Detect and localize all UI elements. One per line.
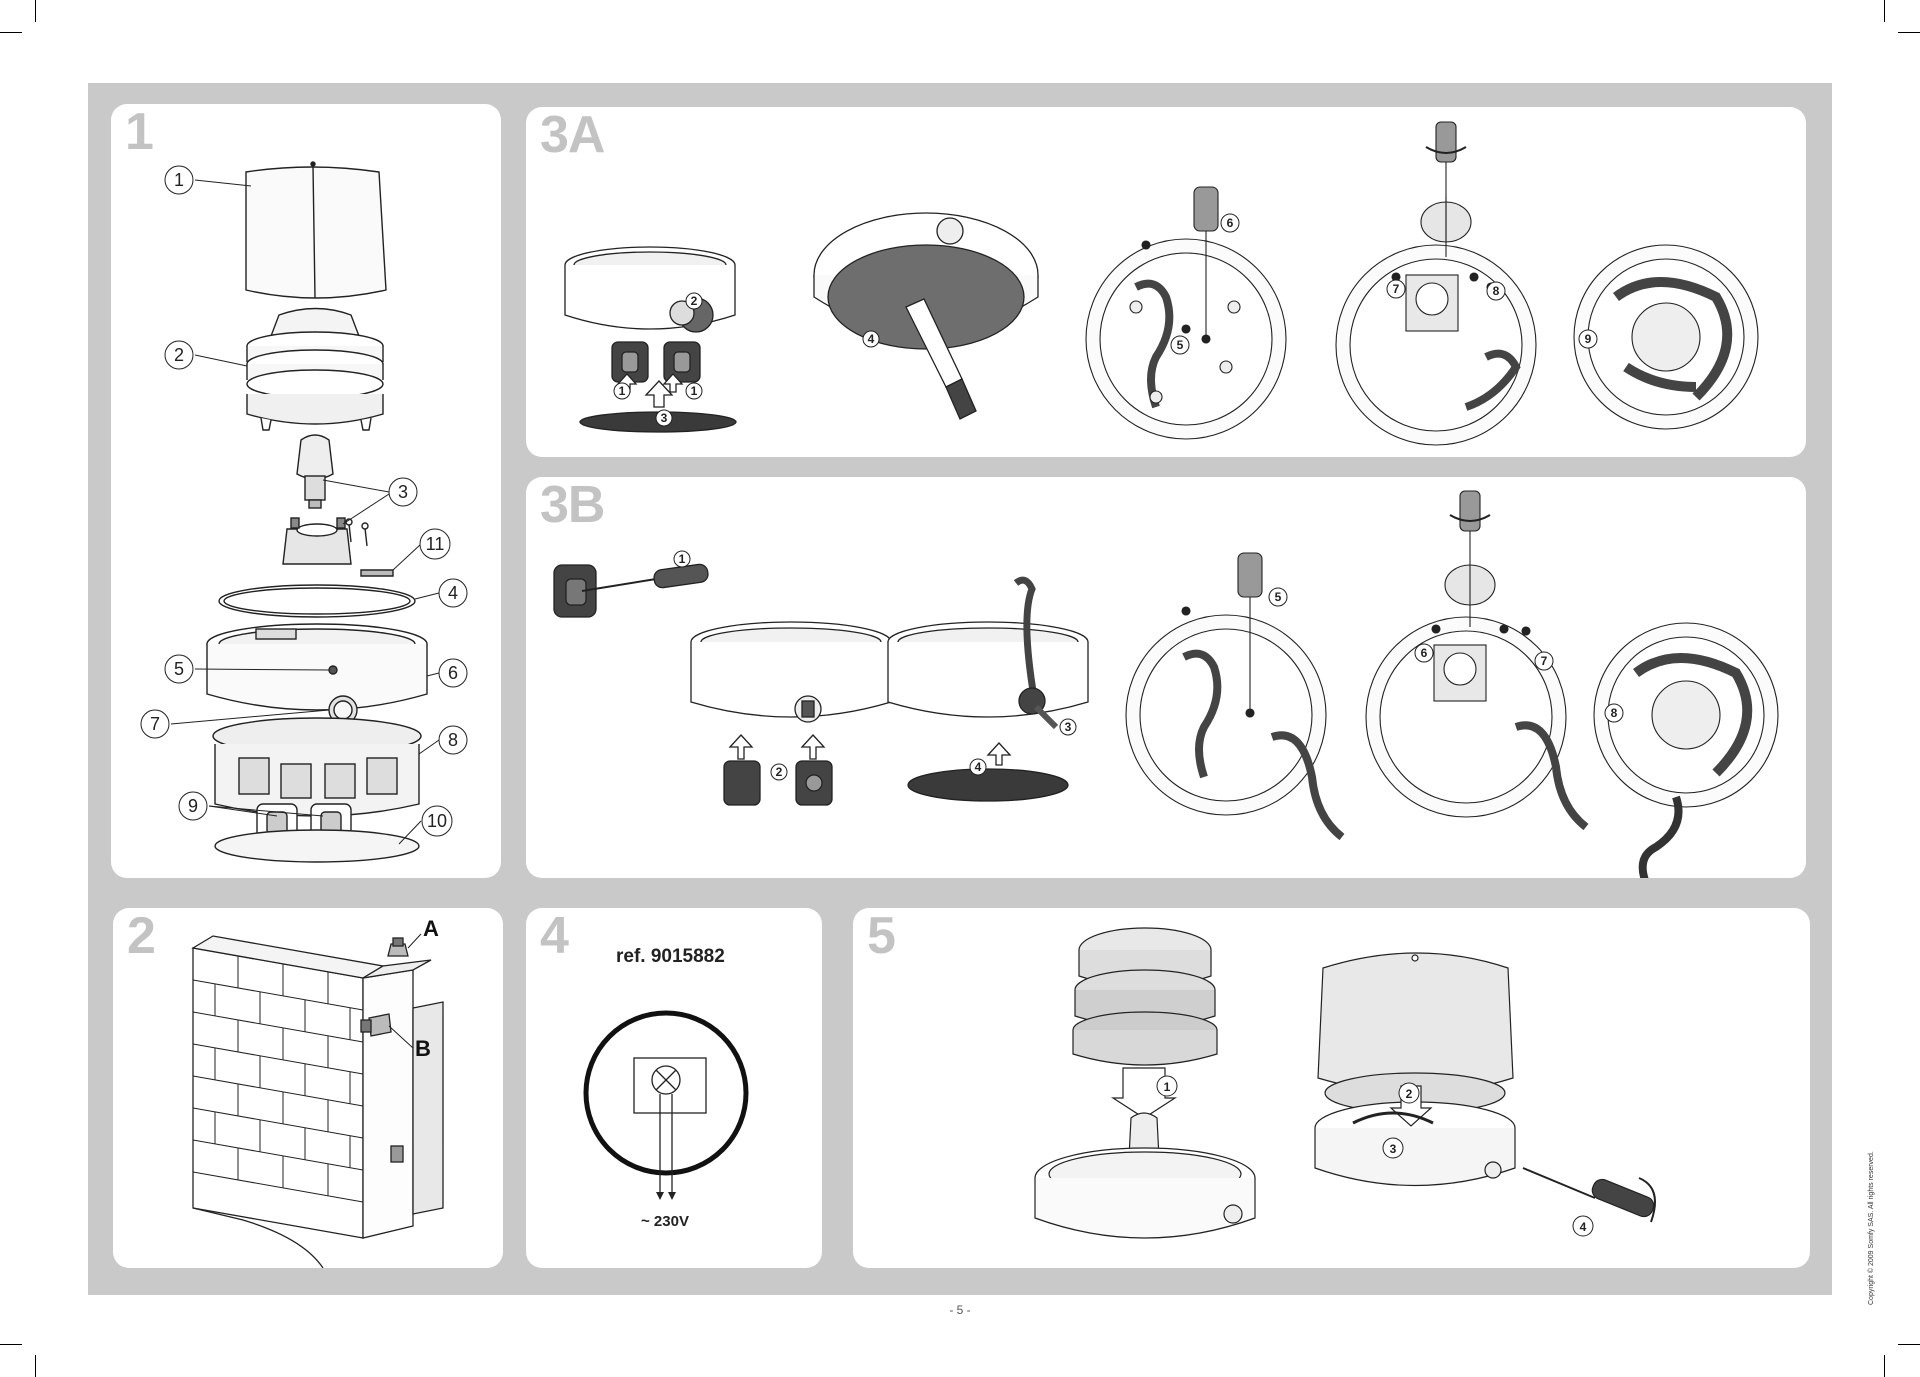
voltage-label: ~ 230V — [641, 1213, 689, 1230]
callout: 6 — [448, 663, 458, 683]
bulb-symbol-drawing — [583, 1010, 749, 1200]
crop-mark-bl-h — [0, 1344, 22, 1345]
callout: 5 — [1275, 590, 1282, 604]
callout: 2 — [1406, 1087, 1413, 1101]
panel-1-callouts: 1 2 3 11 4 5 6 7 8 9 10 — [140, 165, 468, 837]
fig-3b-6-callouts: 8 — [1604, 703, 1624, 723]
step-number: 3A — [540, 107, 605, 164]
fig-5-left-callouts: 1 — [1156, 1075, 1178, 1097]
callout: 8 — [1493, 284, 1500, 298]
crop-mark-tr-v — [1884, 0, 1885, 22]
callout: 1 — [174, 170, 184, 190]
callout: 8 — [448, 730, 458, 750]
callout: 8 — [1611, 706, 1618, 720]
label-position-a: A — [423, 916, 439, 941]
callout: 4 — [448, 583, 458, 603]
bulb-reference: ref. 9015882 — [616, 946, 725, 967]
fig-3b-5-callouts: 6 7 — [1414, 643, 1554, 671]
crop-mark-tr-h — [1898, 32, 1920, 33]
fig-3a-5-callouts: 9 — [1578, 329, 1598, 349]
crop-mark-br-h — [1898, 1344, 1920, 1345]
panel-step-3b: 3B 1 — [526, 477, 1806, 878]
panel-step-5-reassembly: 5 1 — [853, 908, 1810, 1268]
wall-mount-drawing — [191, 933, 444, 1268]
step-number: 4 — [540, 908, 569, 965]
step-number: 3B — [540, 477, 605, 534]
exploded-view-drawing: 1 2 3 11 4 5 6 7 8 9 10 — [140, 161, 468, 863]
callout: 5 — [1177, 338, 1184, 352]
step-number: 5 — [867, 908, 896, 965]
callout: 9 — [1585, 332, 1592, 346]
panel-step-3a: 3A 2 1 — [526, 107, 1806, 457]
fig-3a-4-callouts: 7 8 — [1386, 279, 1506, 301]
panel-step-1-exploded-view: 1 — [111, 104, 501, 878]
callout: 3 — [1390, 1142, 1397, 1156]
callout: 10 — [427, 811, 447, 831]
callout: 3 — [661, 411, 668, 425]
fig-3b-1-callouts: 1 — [673, 550, 691, 568]
fig-5-right-callouts: 2 3 4 — [1382, 1082, 1594, 1237]
callout: 1 — [691, 384, 698, 398]
callout: 4 — [1580, 1220, 1587, 1234]
fig-3a-2-callouts: 4 — [862, 330, 880, 348]
fig-3a-3-callouts: 6 5 — [1170, 213, 1240, 355]
callout: 1 — [679, 552, 686, 566]
callout: 2 — [776, 765, 783, 779]
callout: 7 — [1393, 282, 1400, 296]
instruction-sheet: 1 — [88, 83, 1832, 1295]
callout: 3 — [1065, 720, 1072, 734]
callout: 3 — [398, 482, 408, 502]
step-number: 1 — [125, 104, 154, 161]
step-number: 2 — [127, 908, 156, 965]
panel-step-4-bulb-ref: 4 ref. 9015882 ~ 230V — [526, 908, 822, 1268]
fig-3a-1-callouts: 2 1 1 3 — [613, 292, 703, 427]
panel-step-2-mounting: 2 — [113, 908, 503, 1268]
callout: 5 — [174, 659, 184, 679]
page-number: - 5 - — [949, 1303, 971, 1317]
callout: 1 — [1164, 1080, 1171, 1094]
copyright-notice: Copyright © 2009 Somfy SAS. All rights r… — [1868, 1151, 1875, 1305]
callout: 2 — [691, 294, 698, 308]
fig-3b-4-callouts: 5 — [1268, 587, 1288, 607]
callout: 9 — [188, 796, 198, 816]
callout: 4 — [975, 760, 982, 774]
crop-mark-bl-v — [35, 1355, 36, 1377]
callout: 7 — [1541, 654, 1548, 668]
reassembly-drawings: 1 2 3 — [1034, 927, 1656, 1239]
callout: 4 — [868, 332, 875, 346]
label-position-b: B — [415, 1036, 431, 1061]
step-3a-drawings: 2 1 1 3 4 — [564, 121, 1759, 446]
callout: 2 — [174, 345, 184, 365]
crop-mark-br-v — [1884, 1355, 1885, 1377]
fig-3b-3-callouts: 3 4 — [969, 718, 1077, 776]
callout: 7 — [150, 714, 160, 734]
step-3b-drawings: 1 2 — [553, 490, 1779, 878]
callout: 1 — [619, 384, 626, 398]
callout: 6 — [1421, 646, 1428, 660]
crop-mark-tl-v — [35, 0, 36, 22]
callout: 11 — [426, 534, 445, 554]
callout: 6 — [1227, 216, 1234, 230]
crop-mark-tl-h — [0, 32, 22, 33]
fig-3b-2-callouts: 2 — [770, 763, 788, 781]
